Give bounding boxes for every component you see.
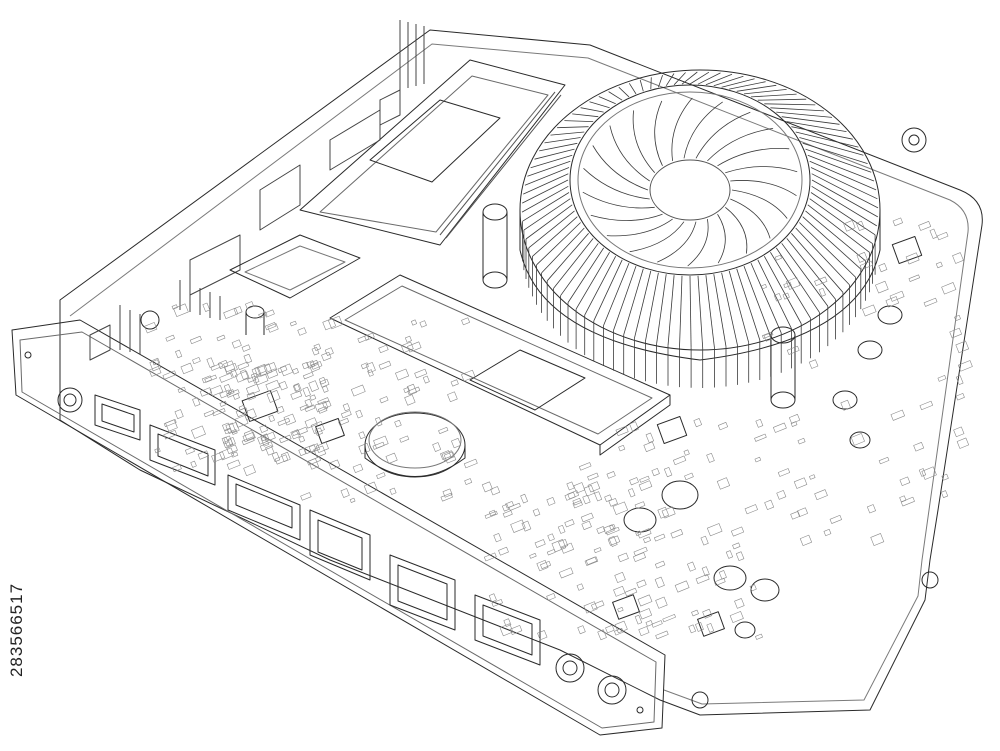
cooler-fins xyxy=(521,71,879,388)
pin-headers xyxy=(89,20,425,361)
standoff-screws xyxy=(245,203,796,409)
ethernet-port xyxy=(309,509,371,581)
usb-port xyxy=(474,594,541,666)
pcb-components xyxy=(144,217,973,641)
m2-ssd xyxy=(329,274,671,456)
io-ports xyxy=(94,394,627,705)
hdmi-port xyxy=(227,474,301,541)
cpu-cooler xyxy=(519,69,881,388)
fan-blades xyxy=(582,97,798,267)
audio-jack xyxy=(597,675,627,705)
pcb-board xyxy=(59,29,983,716)
stock-id-text: 283566517 xyxy=(7,582,26,678)
usb-port xyxy=(94,394,141,441)
wifi-module xyxy=(229,234,361,299)
audio-jack xyxy=(555,653,585,683)
io-shield xyxy=(11,319,666,736)
cmos-battery xyxy=(364,411,466,478)
ethernet-port xyxy=(389,554,456,631)
ram-module xyxy=(299,59,566,246)
stock-id-label: 283566517 xyxy=(2,515,32,745)
